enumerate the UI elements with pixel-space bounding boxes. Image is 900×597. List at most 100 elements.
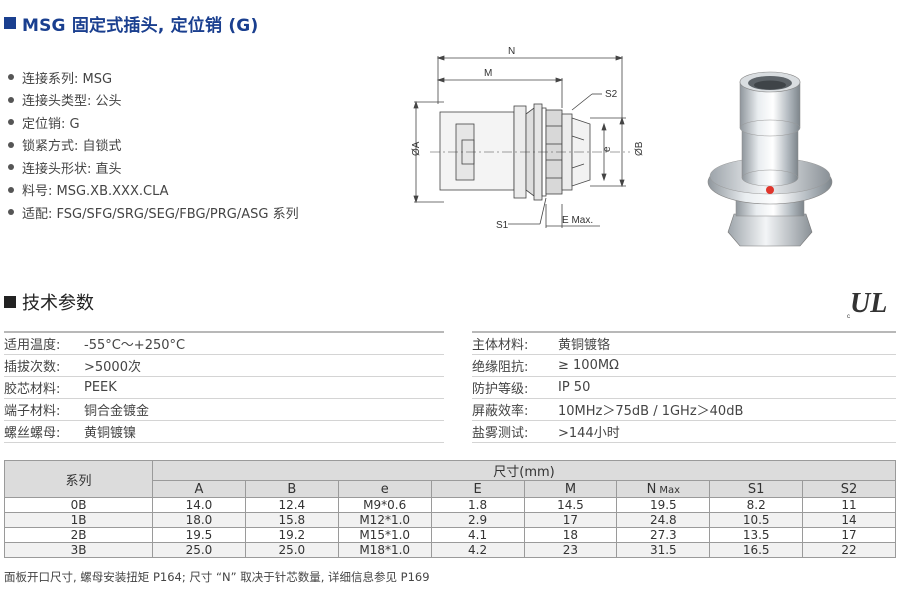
dim-label-m: M [484,68,492,79]
spec-label: 主体材料: [472,338,529,353]
dimension-cell: 15.8 [244,512,339,528]
feature-text: 连接头形状: 直头 [22,161,122,177]
feature-item: 连接系列: MSG [6,66,299,89]
section-title: 技术参数 [4,290,94,314]
spec-row: 绝缘阻抗: ≥ 100MΩ [472,355,896,377]
series-cell: 1B [4,512,153,528]
spec-value: 黄铜镀铬 [558,338,611,353]
spec-label: 盐雾测试: [472,426,529,441]
dimension-cell: 2.9 [430,512,525,528]
dimension-cell: 8.2 [709,497,804,513]
feature-item: 连接头类型: 公头 [6,89,299,112]
col-header-main: E [473,481,482,497]
spec-row: 胶芯材料:PEEK [4,377,444,399]
product-title: MSG 固定式插头, 定位销 (G) [4,10,258,36]
spec-row: 屏蔽效率:10MHz＞75dB / 1GHz＞40dB [472,399,896,421]
table-col-header: M [523,480,618,498]
dimension-cell: M18*1.0 [337,542,432,558]
spec-value: >5000次 [84,360,141,375]
dimension-cell: 10.5 [709,512,804,528]
spec-divider-right [472,331,896,333]
dimension-cell: 11 [802,497,896,513]
col-header-main: S1 [747,481,765,497]
series-cell: 0B [4,497,153,513]
dim-label-emax: E Max. [562,215,593,226]
dimension-cell: 16.5 [709,542,804,558]
dimension-cell: M9*0.6 [337,497,432,513]
spec-label: 绝缘阻抗: [472,360,529,375]
spec-value: ≥ 100MΩ [558,358,619,373]
feature-item: 锁紧方式: 自锁式 [6,134,299,157]
dimension-cell: 25.0 [244,542,339,558]
table-header-series: 系列 [4,460,153,498]
bullet-icon [8,74,14,81]
feature-text: 锁紧方式: 自锁式 [22,139,122,155]
spec-row: 防护等级: IP 50 [472,377,896,399]
table-col-header: S1 [709,480,804,498]
spec-row: 盐雾测试: >144小时 [472,421,896,443]
dim-label-e: e [602,146,613,152]
svg-text:UL: UL [850,288,887,319]
spec-divider-left [4,331,444,333]
dimension-cell: 4.1 [430,527,525,543]
dimension-cell: 22 [802,542,896,558]
col-header-sub: Max [659,484,681,496]
table-col-header: B [244,480,339,498]
product-photo-icon [707,71,833,247]
bullet-icon [8,186,14,193]
spec-row: 插拔次数:>5000次 [4,355,444,377]
spec-row: 端子材料: 铜合金镀金 [4,399,444,421]
spec-label: 适用温度: [4,338,61,353]
dim-label-n: N [508,46,515,57]
dimension-cell: 23 [523,542,618,558]
dim-label-s2: S2 [605,89,618,100]
feature-text: 连接系列: MSG [22,71,113,87]
spec-value: PEEK [84,380,117,395]
spec-value: 10MHz＞75dB / 1GHz＞40dB [558,404,744,419]
feature-list: 连接系列: MSG 连接头类型: 公头定位销: G 锁紧方式: 自锁式连接头形状: … [6,66,299,224]
spec-row: 适用温度: -55°C～+250°C [4,333,444,355]
ul-certification-icon: UL c [847,288,887,320]
table-col-header: e [337,480,432,498]
feature-item: 料号: MSG.XB.XXX.CLA [6,179,299,202]
section-title-text: 技术参数 [22,293,94,314]
spec-label: 端子材料: [4,404,61,419]
col-header-main: N [646,481,657,497]
feature-item: 适配: FSG/SFG/SRG/SEG/FBG/PRG/ASG 系列 [6,201,299,224]
col-header-main: M [564,481,577,497]
spec-label: 螺丝螺母: [4,426,61,441]
dimension-cell: 18.0 [152,512,246,528]
footnote: 面板开口尺寸, 螺母安装扭矩 P164; 尺寸 “N” 取决于针芯数量, 详细信… [4,570,430,584]
dimension-cell: 13.5 [709,527,804,543]
col-header-main: e [380,481,389,497]
feature-item: 定位销: G [6,111,299,134]
spec-value: IP 50 [558,380,591,395]
spec-value: -55°C～+250°C [84,338,186,353]
dim-label-b: ØB [634,141,645,156]
dimension-cell: 1.8 [430,497,525,513]
feature-text: 连接头类型: 公头 [22,94,122,110]
technical-drawing: N M S2 ØA e ØB S1 E Max. [411,46,645,231]
spec-row: 螺丝螺母: 黄铜镀镍 [4,421,444,443]
spec-value: >144小时 [558,426,620,441]
svg-text:c: c [847,314,850,320]
spec-value: 黄铜镀镍 [84,426,137,441]
dimension-cell: 17 [802,527,896,543]
dimension-cell: 14.5 [523,497,618,513]
col-header-main: S2 [840,481,858,497]
spec-value: 铜合金镀金 [84,404,150,419]
dimension-cell: 25.0 [152,542,246,558]
spec-label: 防护等级: [472,382,529,397]
series-cell: 2B [4,527,153,543]
dimension-cell: 17 [523,512,618,528]
col-header-main: B [287,481,297,497]
dimension-cell: 27.3 [616,527,711,543]
col-header-main: A [194,481,204,497]
table-header-dimensions: 尺寸(mm) [152,460,896,481]
